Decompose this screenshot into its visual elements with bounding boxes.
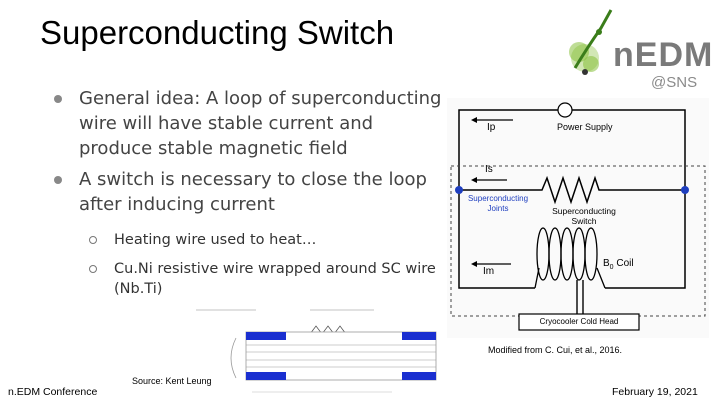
is-label: Is (485, 164, 493, 175)
logo-graphic (569, 9, 613, 75)
slide-title: Superconducting Switch (40, 14, 395, 51)
im-label: Im (483, 266, 495, 277)
bullet-item: General idea: A loop of superconducting … (52, 86, 452, 161)
switch-label-line1: Superconducting (552, 206, 616, 216)
joints-label-line1: Superconducting (467, 194, 529, 203)
power-supply-label: Power Supply (557, 122, 613, 132)
bullet-list: General idea: A loop of superconducting … (52, 86, 452, 223)
logo-sub: @SNS (651, 74, 698, 91)
logo-name: nEDM (613, 36, 714, 74)
b0-coil-label: B0 Coil (603, 258, 634, 271)
bullet-item: A switch is necessary to close the loop … (52, 167, 452, 217)
subbullet-list: Heating wire used to heat… Cu.Ni resisti… (88, 230, 458, 308)
credit-left: Source: Kent Leung (132, 376, 212, 386)
footer-left: n.EDM Conference (8, 386, 98, 398)
b0-label: B (603, 258, 610, 269)
switch-label: Superconducting Switch (539, 206, 629, 226)
switch-label-line2: Switch (571, 216, 597, 226)
ip-label: Ip (487, 122, 496, 133)
b0-sub-label: 0 (609, 264, 614, 271)
circuit-diagram: Ip Power Supply Is Superconducting Joint… (447, 98, 709, 338)
circuit-lines (447, 98, 709, 338)
wire-diagram (192, 300, 446, 405)
joints-label-line2: Joints (487, 204, 509, 213)
wire-diagram-graphic (196, 309, 437, 393)
joints-label: Superconducting Joints (463, 194, 533, 214)
cryocooler-label: Cryocooler Cold Head (539, 317, 619, 326)
footer-date: February 19, 2021 (612, 386, 698, 398)
subbullet-item: Cu.Ni resistive wire wrapped around SC w… (88, 259, 458, 299)
credit-right: Modified from C. Cui, et al., 2016. (488, 345, 623, 355)
coil-label: Coil (613, 258, 634, 269)
subbullet-item: Heating wire used to heat… (88, 230, 458, 250)
nedm-logo: nEDM @SNS (555, 8, 715, 91)
